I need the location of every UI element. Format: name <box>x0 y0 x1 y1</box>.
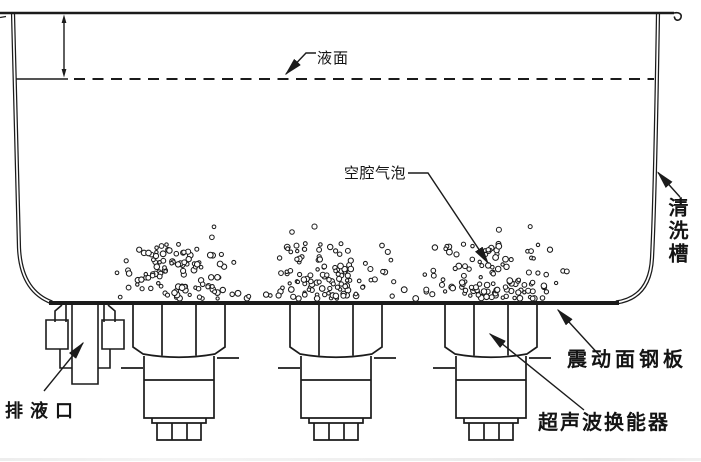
transducer-group <box>121 305 551 441</box>
bubble-cluster <box>422 224 570 302</box>
label-ultrasonic-transducer: 超声波换能器 <box>538 410 670 434</box>
leader-cavitation-bubbles <box>408 172 489 265</box>
label-drain-port: 排液口 <box>5 401 80 422</box>
label-liquid-level: 液面 <box>317 49 350 67</box>
level-dimension-arrow <box>61 14 67 78</box>
tank-rim-hook <box>673 11 682 21</box>
leader-ultrasonic-transducer <box>488 333 585 411</box>
label-cleaning-tank: 清洗槽 <box>665 197 689 266</box>
transducer <box>278 305 396 441</box>
bubble-cluster <box>114 224 252 302</box>
label-cavitation-bubbles: 空腔气泡 <box>344 164 407 182</box>
leader-liquid-level <box>284 52 316 76</box>
scan-artifact <box>0 458 701 461</box>
label-vibrating-plate: 震动面钢板 <box>567 347 687 371</box>
transducer <box>121 305 239 441</box>
bubble-clusters <box>114 223 570 302</box>
transducer <box>433 305 551 441</box>
tank-outline <box>0 11 682 305</box>
bubble-cluster <box>262 223 420 302</box>
leader-vibrating-plate <box>556 308 602 358</box>
drain-port <box>45 304 125 385</box>
leader-cleaning-tank <box>656 171 681 198</box>
leader-drain-port <box>43 341 84 392</box>
